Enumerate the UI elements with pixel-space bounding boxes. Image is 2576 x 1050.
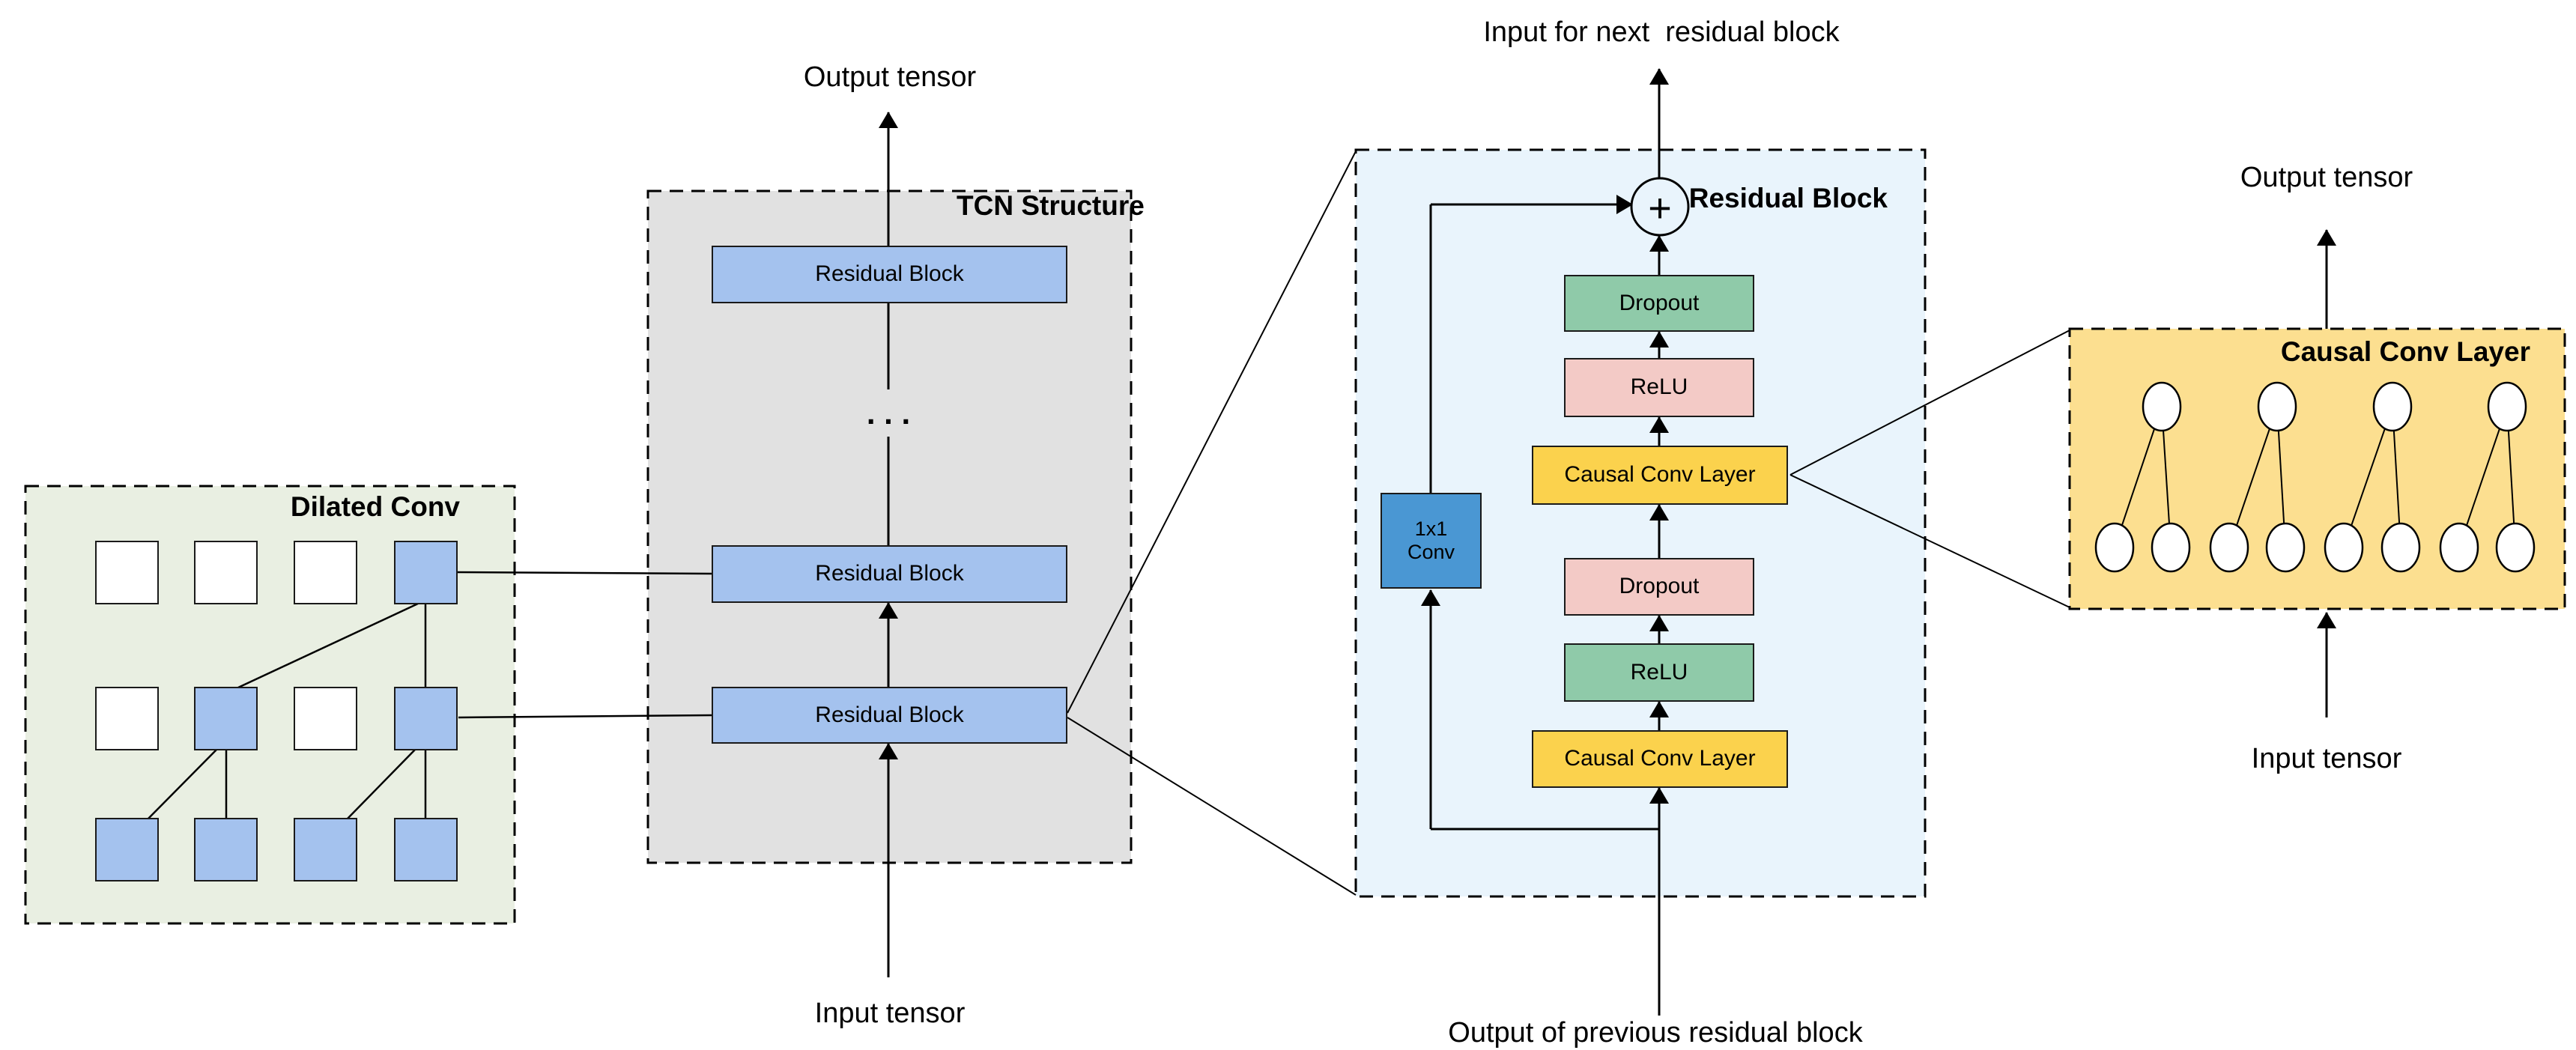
cell-r1c1-empty [95, 541, 159, 604]
causal-conv-group [2068, 327, 2566, 610]
connector-lines [148, 68, 2516, 1016]
fan-rb3-top [1067, 151, 1357, 714]
prev-block-label: Output of previous residual block [1448, 1017, 1863, 1049]
neuron-bottom-circle [2324, 522, 2364, 573]
residual-block-2: Residual Block [712, 545, 1067, 603]
neuron-top-circle [2372, 381, 2413, 432]
dropout-top: Dropout [1564, 275, 1754, 332]
sum-node: + [1630, 177, 1690, 237]
conv-1x1: 1x1 Conv [1381, 493, 1482, 589]
neuron-circles [2094, 381, 2536, 573]
dilated-conv-title: Dilated Conv [290, 491, 460, 522]
cell-r2c1-empty [95, 687, 159, 750]
causal-conv-layer-title: Causal Conv Layer [2280, 336, 2530, 367]
cell-r2c2-filled [194, 687, 258, 750]
residual-block-1: Residual Block [712, 246, 1067, 303]
fan-ccl-top [1789, 330, 2070, 476]
causal-input-label: Input tensor [2251, 743, 2402, 774]
neuron-bottom-circle [2439, 522, 2479, 573]
neuron-top-circle [2257, 381, 2297, 432]
dilated-to-rb2 [457, 571, 712, 575]
neuron-bottom-circle [2094, 522, 2135, 573]
neuron-bottom-circle [2380, 522, 2421, 573]
cell-r3c3-filled [294, 818, 357, 881]
next-block-label: Input for next residual block [1483, 16, 1840, 48]
cc-edge-3a [2343, 406, 2393, 548]
dilated-edge-1 [237, 602, 419, 689]
cell-r2c3-empty [294, 687, 357, 750]
cc-edge-1a [2114, 406, 2163, 548]
cell-r3c1-filled [95, 818, 159, 881]
neuron-bottom-circle [2495, 522, 2536, 573]
cc-edge-2a [2228, 406, 2278, 548]
dropout-bottom: Dropout [1564, 558, 1754, 616]
cc-edge-4a [2458, 406, 2508, 548]
ellipsis-dots: . . . [866, 395, 911, 431]
causal-output-label: Output tensor [2240, 162, 2413, 193]
causal-conv-top: Causal Conv Layer [1532, 446, 1788, 505]
dilated-to-rb3 [458, 714, 712, 719]
cell-r2c4-filled [394, 687, 458, 750]
fan-ccl-bottom [1789, 474, 2070, 608]
cell-r3c4-filled [394, 818, 458, 881]
tcn-input-label: Input tensor [814, 998, 966, 1029]
residual-block-title: Residual Block [1688, 183, 1888, 213]
neuron-bottom-circle [2151, 522, 2191, 573]
tcn-output-label: Output tensor [803, 61, 977, 93]
cell-r1c4-filled [394, 541, 458, 604]
cell-r1c3-empty [294, 541, 357, 604]
fan-rb3-bottom [1067, 717, 1357, 896]
relu-bottom: ReLU [1564, 643, 1754, 702]
plus-symbol: + [1648, 186, 1672, 231]
tcn-structure-title: TCN Structure [957, 190, 1145, 221]
neuron-top-circle [2142, 381, 2182, 432]
causal-conv-bottom: Causal Conv Layer [1532, 730, 1788, 788]
cell-r3c2-filled [194, 818, 258, 881]
dilated-edge-3 [148, 749, 217, 819]
dilated-edge-5 [347, 749, 416, 819]
neuron-top-circle [2487, 381, 2527, 432]
cell-r1c2-empty [194, 541, 258, 604]
plus-circle [1630, 177, 1690, 237]
neuron-bottom-circle [2265, 522, 2306, 573]
residual-block-3: Residual Block [712, 687, 1067, 744]
relu-top: ReLU [1564, 358, 1754, 417]
neuron-bottom-circle [2209, 522, 2249, 573]
